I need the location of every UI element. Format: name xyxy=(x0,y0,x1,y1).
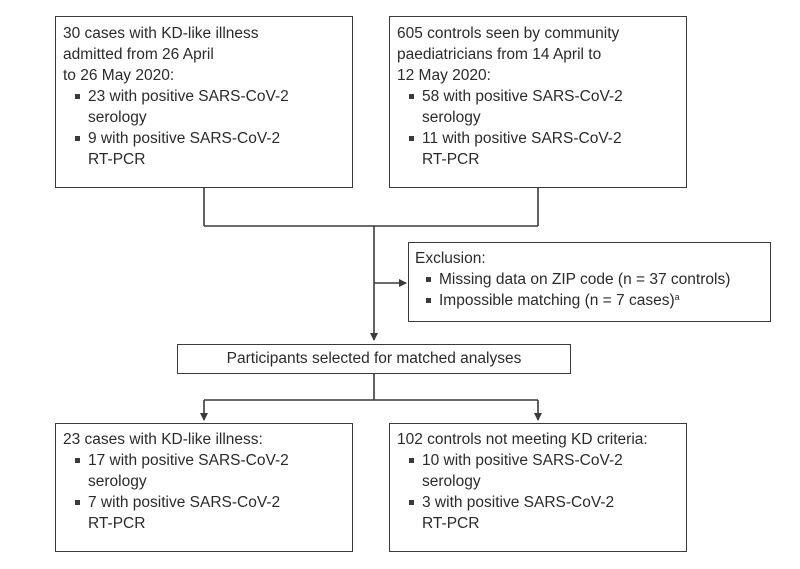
list-item: 58 with positive SARS-CoV-2 serology xyxy=(409,86,686,128)
list-item: 9 with positive SARS-CoV-2 RT-PCR xyxy=(75,128,352,170)
footnote-marker: a xyxy=(674,292,680,302)
cases-final-box: 23 cases with KD-like illness: 17 with p… xyxy=(55,423,353,552)
controls-initial-heading: 605 controls seen by community paediatri… xyxy=(397,25,620,84)
selected-label: Participants selected for matched analys… xyxy=(226,350,522,367)
list-item: 7 with positive SARS-CoV-2 RT-PCR xyxy=(75,492,352,534)
cases-initial-heading: 30 cases with KD-like illness admitted f… xyxy=(63,25,259,84)
controls-initial-list: 58 with positive SARS-CoV-2 serology 11 … xyxy=(397,86,686,170)
cases-initial-box: 30 cases with KD-like illness admitted f… xyxy=(55,16,353,188)
list-item: 17 with positive SARS-CoV-2 serology xyxy=(75,450,352,492)
controls-final-heading: 102 controls not meeting KD criteria: xyxy=(397,431,648,448)
list-item: 23 with positive SARS-CoV-2 serology xyxy=(75,86,352,128)
list-item: Missing data on ZIP code (n = 37 control… xyxy=(426,269,770,290)
controls-initial-box: 605 controls seen by community paediatri… xyxy=(389,16,687,188)
list-item: Impossible matching (n = 7 cases)a xyxy=(426,290,770,311)
list-item: 10 with positive SARS-CoV-2 serology xyxy=(409,450,686,492)
selected-box: Participants selected for matched analys… xyxy=(177,344,571,374)
controls-final-box: 102 controls not meeting KD criteria: 10… xyxy=(389,423,687,552)
exclusion-list: Missing data on ZIP code (n = 37 control… xyxy=(415,269,770,311)
list-item: 3 with positive SARS-CoV-2 RT-PCR xyxy=(409,492,686,534)
exclusion-box: Exclusion: Missing data on ZIP code (n =… xyxy=(408,242,771,322)
controls-final-list: 10 with positive SARS-CoV-2 serology 3 w… xyxy=(397,450,686,534)
exclusion-heading: Exclusion: xyxy=(415,250,486,267)
cases-final-list: 17 with positive SARS-CoV-2 serology 7 w… xyxy=(63,450,352,534)
cases-final-heading: 23 cases with KD-like illness: xyxy=(63,431,263,448)
cases-initial-list: 23 with positive SARS-CoV-2 serology 9 w… xyxy=(63,86,352,170)
list-item: 11 with positive SARS-CoV-2 RT-PCR xyxy=(409,128,686,170)
